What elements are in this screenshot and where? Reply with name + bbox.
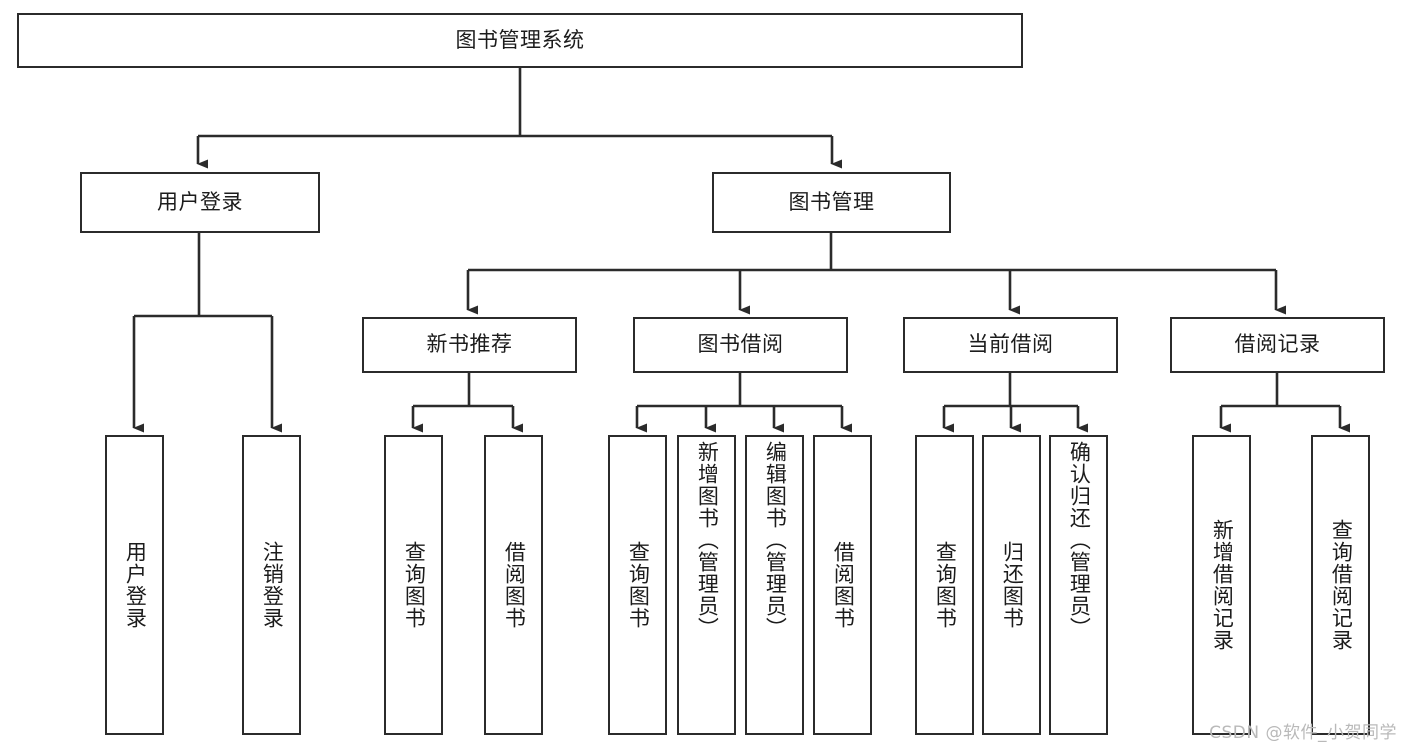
node-leaf-query-book-1[interactable]: 查询图书	[384, 435, 443, 735]
node-new-book-rec-label: 新书推荐	[426, 332, 513, 357]
node-leaf-borrow-book-2[interactable]: 借阅图书	[813, 435, 872, 735]
node-leaf-user-login-label: 用户登录	[123, 541, 148, 629]
node-borrow-record[interactable]: 借阅记录	[1170, 317, 1385, 373]
node-leaf-confirm-return[interactable]: 确认归还（管理员）	[1049, 435, 1108, 735]
node-leaf-query-book-2[interactable]: 查询图书	[608, 435, 667, 735]
node-leaf-add-book-label: 新增图书（管理员）	[695, 441, 720, 639]
node-current-borrow-label: 当前借阅	[967, 332, 1054, 357]
node-leaf-logout-label: 注销登录	[260, 541, 285, 629]
node-leaf-edit-book[interactable]: 编辑图书（管理员）	[745, 435, 804, 735]
node-leaf-query-book-3-label: 查询图书	[933, 541, 958, 629]
node-book-manage-label: 图书管理	[788, 189, 875, 214]
node-leaf-user-login[interactable]: 用户登录	[105, 435, 164, 735]
node-leaf-borrow-book-1-label: 借阅图书	[502, 541, 527, 629]
node-leaf-return-book[interactable]: 归还图书	[982, 435, 1041, 735]
node-user-login[interactable]: 用户登录	[80, 172, 320, 233]
node-user-login-label: 用户登录	[157, 189, 243, 214]
node-book-borrow[interactable]: 图书借阅	[633, 317, 848, 373]
node-leaf-query-book-2-label: 查询图书	[626, 541, 651, 629]
node-leaf-add-record-label: 新增借阅记录	[1210, 519, 1235, 651]
node-current-borrow[interactable]: 当前借阅	[903, 317, 1118, 373]
node-leaf-borrow-book-1[interactable]: 借阅图书	[484, 435, 543, 735]
node-leaf-query-record[interactable]: 查询借阅记录	[1311, 435, 1370, 735]
node-leaf-query-record-label: 查询借阅记录	[1329, 519, 1354, 651]
node-leaf-add-book[interactable]: 新增图书（管理员）	[677, 435, 736, 735]
node-leaf-confirm-return-label: 确认归还（管理员）	[1067, 441, 1092, 639]
node-borrow-record-label: 借阅记录	[1234, 332, 1321, 357]
node-leaf-edit-book-label: 编辑图书（管理员）	[763, 441, 788, 639]
node-leaf-query-book-3[interactable]: 查询图书	[915, 435, 974, 735]
node-leaf-logout[interactable]: 注销登录	[242, 435, 301, 735]
node-leaf-add-record[interactable]: 新增借阅记录	[1192, 435, 1251, 735]
node-book-borrow-label: 图书借阅	[697, 332, 784, 357]
node-leaf-query-book-1-label: 查询图书	[402, 541, 427, 629]
node-leaf-return-book-label: 归还图书	[1000, 541, 1025, 629]
node-leaf-borrow-book-2-label: 借阅图书	[831, 541, 856, 629]
node-root[interactable]: 图书管理系统	[17, 13, 1023, 68]
node-book-manage[interactable]: 图书管理	[712, 172, 951, 233]
node-root-label: 图书管理系统	[455, 27, 585, 52]
node-new-book-rec[interactable]: 新书推荐	[362, 317, 577, 373]
